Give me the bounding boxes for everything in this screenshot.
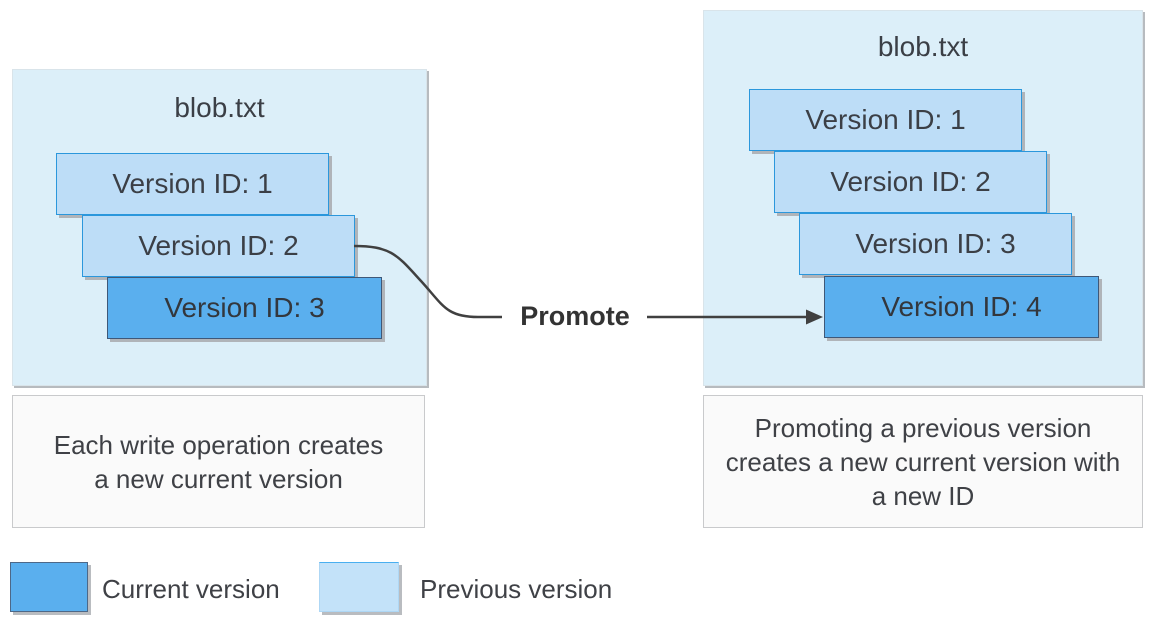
version-card-2-left: Version ID: 2	[82, 215, 355, 277]
version-card-3-left-current: Version ID: 3	[107, 277, 382, 339]
caption-after-text: Promoting a previous version creates a n…	[725, 412, 1121, 511]
caption-before-text: Each write operation creates a new curre…	[53, 429, 384, 494]
legend-previous-version-swatch	[319, 562, 399, 612]
blob-filename-left: blob.txt	[174, 92, 265, 123]
legend-current-version-label: Current version	[102, 574, 280, 604]
legend-previous-version-label: Previous version	[420, 574, 613, 604]
version-card-2-right: Version ID: 2	[774, 151, 1047, 213]
version-card-4-right-current: Version ID: 4	[824, 276, 1099, 338]
version-card-1-right: Version ID: 1	[749, 89, 1022, 151]
version-card-1-left: Version ID: 1	[56, 153, 329, 215]
version-card-3-right: Version ID: 3	[799, 213, 1072, 275]
promote-label: Promote	[520, 301, 630, 331]
caption-after: Promoting a previous version creates a n…	[703, 395, 1143, 528]
blob-filename-right: blob.txt	[877, 31, 969, 62]
blob-container-after: blob.txt Version ID: 1 Version ID: 2 Ver…	[703, 10, 1143, 386]
blob-container-before: blob.txt Version ID: 1 Version ID: 2 Ver…	[12, 69, 427, 386]
legend-current-version-swatch	[10, 562, 88, 612]
caption-before: Each write operation creates a new curre…	[12, 395, 425, 528]
